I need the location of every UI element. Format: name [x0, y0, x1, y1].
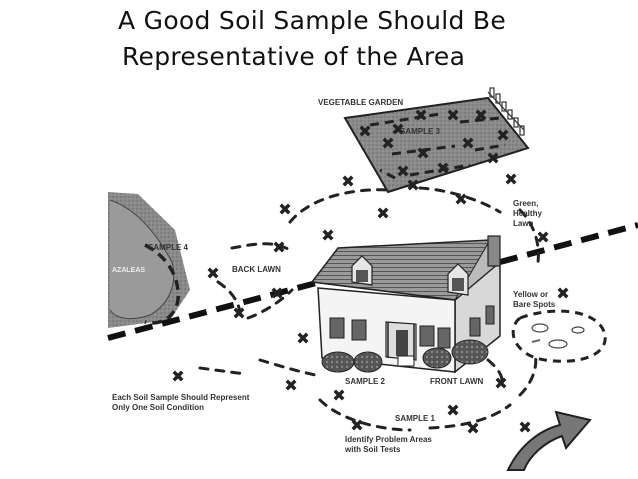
- label-sample-1: SAMPLE 1: [395, 414, 436, 423]
- foundation-shrubs: [321, 339, 489, 373]
- label-green-3: Lawn: [513, 219, 534, 228]
- label-green-1: Green,: [513, 199, 538, 208]
- label-identify-2: with Soil Tests: [344, 445, 401, 454]
- title-line-1: A Good Soil Sample Should Be: [118, 6, 507, 35]
- label-sample-2: SAMPLE 2: [345, 377, 386, 386]
- label-identify-1: Identify Problem Areas: [345, 435, 432, 444]
- bare-spots-patch: [511, 309, 607, 363]
- label-sample-4: SAMPLE 4: [148, 243, 189, 252]
- vegetable-garden-plot: [343, 96, 530, 194]
- label-each-sample-2: Only One Soil Condition: [112, 403, 204, 412]
- sample-paths: [198, 186, 540, 432]
- property-line: [107, 222, 638, 341]
- label-front-lawn: FRONT LAWN: [430, 377, 484, 386]
- label-yellow-1: Yellow or: [513, 290, 548, 299]
- arrow-icon: [506, 410, 592, 471]
- label-azaleas: AZALEAS: [112, 267, 145, 274]
- label-back-lawn: BACK LAWN: [232, 265, 281, 274]
- label-yellow-2: Bare Spots: [513, 300, 556, 309]
- garden-fence: [487, 87, 525, 136]
- title-line-2: Representative of the Area: [122, 42, 466, 71]
- house: [310, 235, 501, 374]
- sample-x-markers: [172, 173, 569, 434]
- label-vegetable-garden: VEGETABLE GARDEN: [318, 98, 403, 107]
- label-green-2: Healthy: [513, 209, 542, 218]
- label-each-sample-1: Each Soil Sample Should Represent: [112, 393, 250, 402]
- azalea-bed: [108, 192, 190, 328]
- label-sample-3: SAMPLE 3: [400, 127, 441, 136]
